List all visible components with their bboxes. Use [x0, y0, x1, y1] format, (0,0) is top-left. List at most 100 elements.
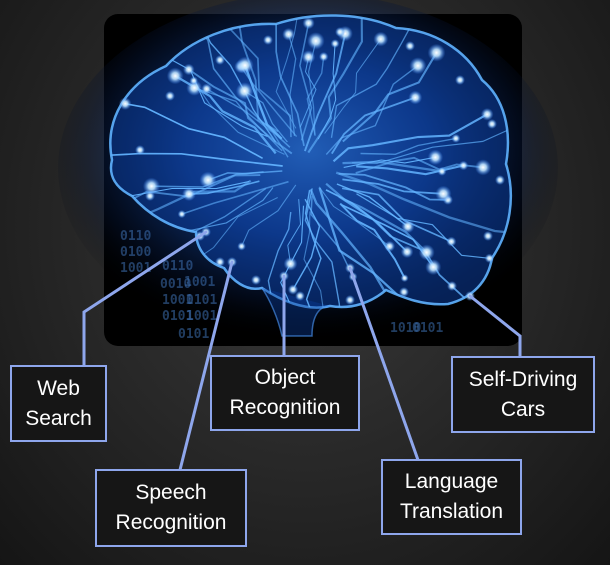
circuit-node	[400, 245, 414, 259]
circuit-node	[384, 240, 396, 252]
circuit-node	[142, 177, 161, 195]
circuit-node	[237, 242, 246, 251]
circuit-trace	[181, 180, 289, 215]
circuit-node	[427, 149, 444, 165]
circuit-trace	[275, 15, 301, 129]
circuit-node	[199, 171, 217, 189]
circuit-node	[495, 175, 505, 185]
label-speech-recognition-line-1: Speech	[135, 481, 207, 504]
connector-speech-recognition	[178, 260, 234, 472]
circuit-trace	[200, 24, 277, 143]
circuit-trace	[299, 22, 313, 141]
connector-language-translation	[348, 266, 420, 462]
circuit-trace	[244, 90, 288, 143]
circuit-trace	[243, 64, 283, 140]
label-web-search-line-2: Search	[25, 406, 92, 430]
circuit-node	[186, 79, 203, 96]
binary-digit-text: 0010	[160, 277, 191, 292]
circuit-node	[183, 63, 195, 76]
circuit-trace	[318, 187, 405, 302]
label-language-translation: Language Translation	[381, 459, 522, 535]
circuit-node	[399, 287, 409, 297]
binary-digit-text: 0110	[162, 259, 193, 274]
circuit-trace	[267, 15, 305, 147]
circuit-trace	[299, 56, 317, 128]
label-object-recognition: Object Recognition	[210, 355, 360, 431]
circuit-trace	[342, 52, 438, 143]
circuit-node	[451, 133, 461, 143]
circuit-trace	[331, 96, 416, 155]
circuit-node	[483, 231, 493, 241]
circuit-trace	[325, 189, 408, 253]
circuit-node	[345, 295, 355, 305]
circuit-trace	[318, 186, 390, 247]
circuit-trace	[259, 211, 292, 308]
circuit-trace	[287, 199, 302, 264]
circuit-trace	[193, 80, 285, 155]
circuit-trace	[356, 193, 490, 259]
circuit-node	[235, 82, 254, 100]
label-self-driving-cars-line-1: Self-Driving	[468, 367, 578, 391]
circuit-node	[282, 27, 295, 41]
binary-digit-text: 1010	[390, 321, 421, 336]
circuit-node	[425, 259, 442, 276]
binary-digit-text: 0101	[186, 293, 217, 308]
circuit-node	[301, 50, 316, 64]
circuit-trace	[306, 56, 325, 135]
label-speech-recognition: Speech Recognition	[95, 469, 247, 547]
circuit-node	[409, 57, 427, 75]
circuit-node	[437, 166, 447, 176]
circuit-trace	[304, 189, 322, 308]
circuit-node	[405, 41, 415, 51]
circuit-trace	[317, 43, 337, 140]
circuit-node	[475, 159, 492, 176]
binary-digit-text: 1001	[184, 275, 215, 290]
circuit-node	[373, 31, 389, 47]
label-web-search: Web Search	[10, 365, 107, 442]
label-object-recognition-line-2: Recognition	[229, 396, 341, 419]
circuit-node	[236, 56, 254, 74]
circuit-trace	[339, 202, 406, 279]
circuit-trace	[188, 187, 274, 232]
circuit-node	[283, 256, 298, 271]
circuit-node	[484, 253, 495, 263]
circuit-node	[295, 291, 305, 301]
circuit-trace	[287, 34, 297, 136]
circuit-node	[189, 76, 199, 85]
circuit-trace	[325, 65, 419, 155]
circuit-trace	[310, 196, 354, 278]
circuit-node	[263, 35, 273, 45]
circuit-trace	[227, 25, 292, 138]
binary-digit-text: 1001	[186, 309, 217, 324]
binary-digit-text: 0100	[120, 245, 151, 260]
connector-self-driving-cars	[468, 294, 522, 359]
circuit-trace	[207, 170, 283, 181]
circuit-trace	[324, 38, 382, 134]
circuit-node	[335, 27, 345, 37]
circuit-node	[487, 119, 497, 129]
circuit-node	[201, 83, 213, 95]
label-language-translation-line-1: Language	[404, 470, 499, 493]
circuit-node	[215, 257, 225, 267]
circuit-trace	[110, 150, 283, 167]
circuit-node	[427, 43, 446, 62]
circuit-trace	[341, 187, 452, 243]
circuit-node	[182, 187, 196, 202]
circuit-nodes	[118, 17, 505, 305]
circuit-trace	[188, 68, 293, 155]
circuit-node	[215, 55, 225, 65]
binary-digit-text: 0101	[178, 327, 209, 342]
binary-digit-text: 0101	[412, 321, 443, 336]
circuit-node	[418, 244, 435, 261]
label-web-search-line-1: Web	[37, 376, 80, 400]
circuit-node	[318, 51, 329, 62]
circuit-node	[435, 185, 452, 202]
circuit-trace	[330, 25, 412, 138]
circuit-node	[455, 75, 465, 85]
circuit-trace	[292, 198, 321, 290]
circuit-node	[145, 191, 155, 201]
circuit-trace	[332, 113, 488, 163]
circuit-node	[408, 90, 423, 105]
circuit-node	[165, 91, 175, 101]
